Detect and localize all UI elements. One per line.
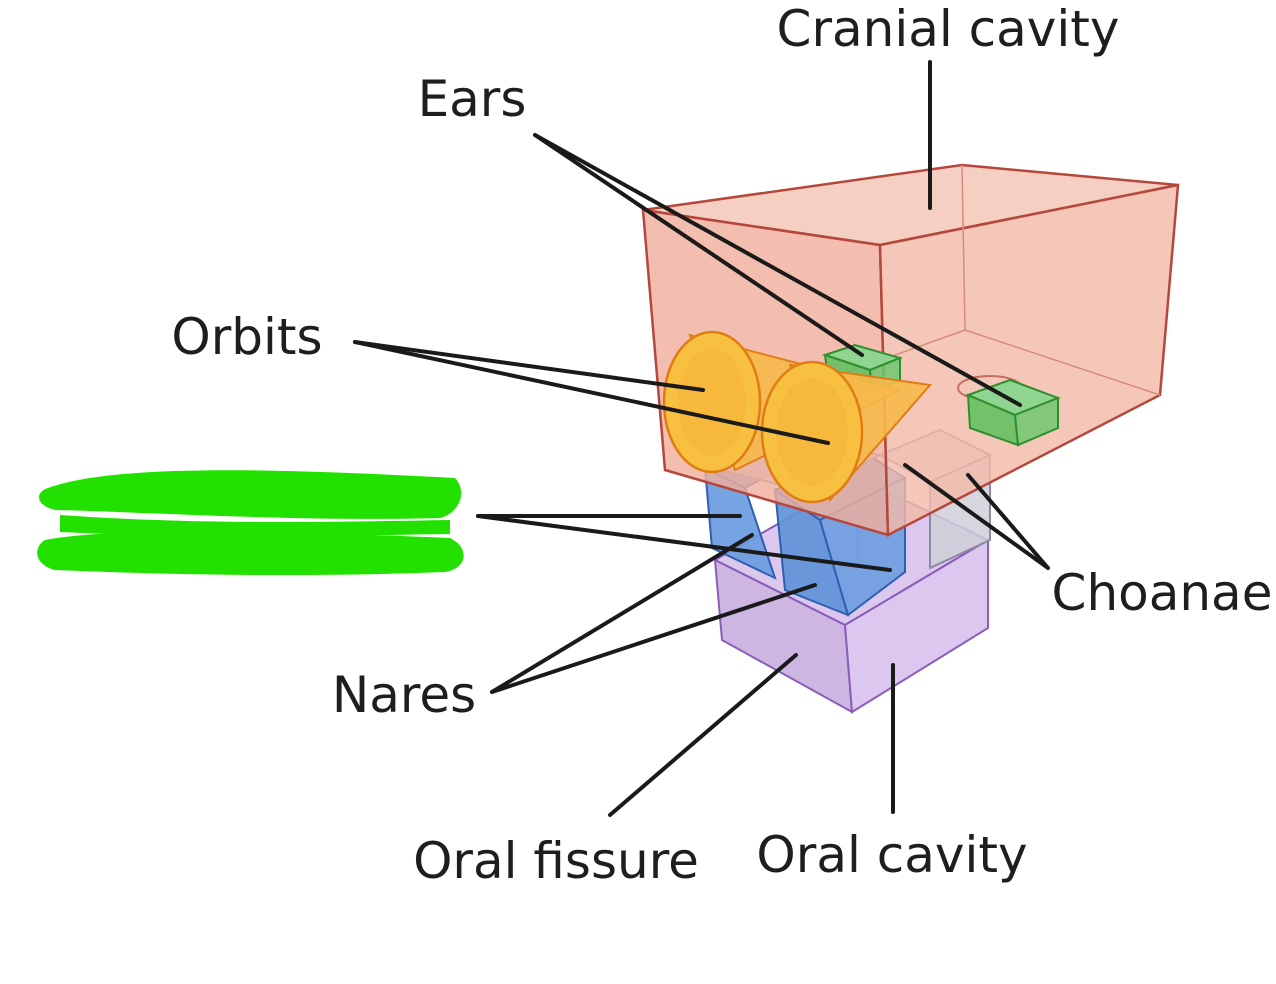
label-oral-fissure: Oral fissure (413, 832, 699, 890)
label-ears: Ears (418, 70, 527, 128)
label-orbits: Orbits (171, 308, 322, 366)
nares-leader-upper (490, 533, 754, 694)
label-oral-cavity: Oral cavity (756, 826, 1027, 884)
hidden-label-leader-lower (476, 514, 892, 572)
choanae-leader-right (966, 473, 1050, 570)
right-orbit-cone (760, 360, 932, 504)
label-choanae: Choanae (1052, 564, 1273, 622)
nares-leader-lower (490, 583, 817, 694)
oral-fissure-leader (608, 653, 798, 817)
choanae-leader-left (903, 463, 1050, 570)
orbits-leader-right (353, 340, 830, 445)
redaction-scribble (37, 470, 464, 576)
ears-leader-right (533, 133, 1022, 407)
label-cranial-cavity: Cranial cavity (777, 0, 1120, 58)
ears-leader-left (533, 133, 864, 357)
leader-lines (353, 60, 1050, 817)
orbits-leader-left (353, 340, 705, 392)
label-nares: Nares (332, 666, 476, 724)
orbits (662, 330, 932, 504)
